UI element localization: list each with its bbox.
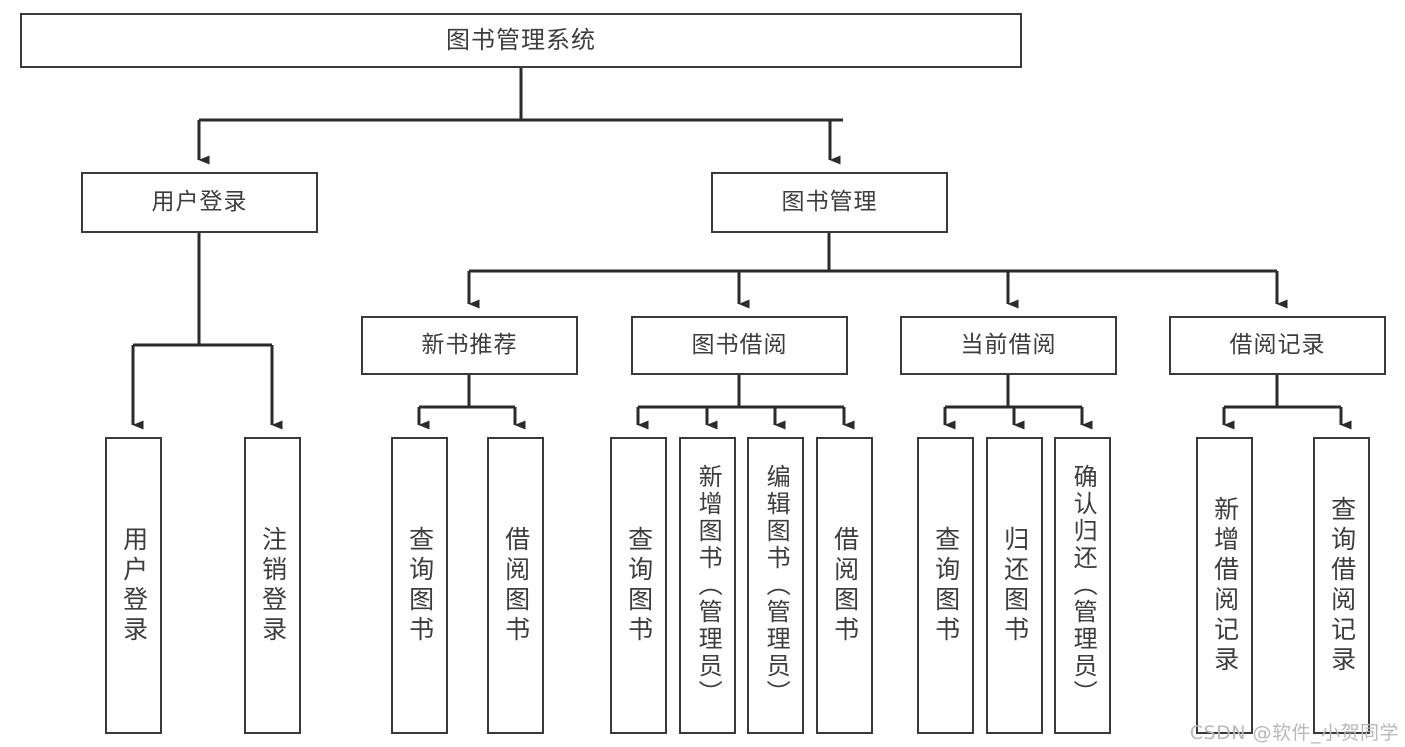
- leaf-user-login[interactable]: 用户登录: [105, 437, 162, 734]
- leaf-query-book-borrow[interactable]: 查询图书: [610, 437, 667, 734]
- leaf-query-borrow-record[interactable]: 查询借阅记录: [1313, 437, 1370, 734]
- leaf-return-book[interactable]: 归还图书: [986, 437, 1043, 734]
- leaf-query-book-newbook[interactable]: 查询图书: [391, 437, 448, 734]
- leaf-edit-book-admin[interactable]: 编辑图书（管理员）: [747, 437, 804, 734]
- leaf-borrow-book-newbook[interactable]: 借阅图书: [487, 437, 544, 734]
- leaf-logout[interactable]: 注销登录: [244, 437, 301, 734]
- leaf-add-borrow-record[interactable]: 新增借阅记录: [1196, 437, 1253, 734]
- leaf-confirm-return-admin[interactable]: 确认归还（管理员）: [1054, 437, 1111, 734]
- node-book-management[interactable]: 图书管理: [711, 172, 948, 233]
- node-current-borrow[interactable]: 当前借阅: [900, 316, 1117, 375]
- node-user-login[interactable]: 用户登录: [81, 172, 318, 233]
- leaf-borrow-book[interactable]: 借阅图书: [816, 437, 873, 734]
- leaf-query-book-current[interactable]: 查询图书: [917, 437, 974, 734]
- node-borrow-records[interactable]: 借阅记录: [1169, 316, 1386, 375]
- node-book-borrow[interactable]: 图书借阅: [631, 316, 848, 375]
- node-root-system[interactable]: 图书管理系统: [20, 13, 1022, 68]
- leaf-add-book-admin[interactable]: 新增图书（管理员）: [679, 437, 736, 734]
- node-new-book-recommend[interactable]: 新书推荐: [361, 316, 578, 375]
- watermark-text: CSDN @软件_小贺同学: [1189, 722, 1399, 744]
